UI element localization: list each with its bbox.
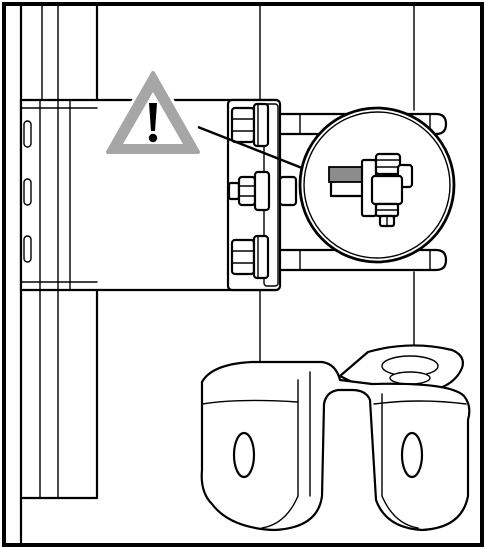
plate-slot bbox=[23, 178, 32, 206]
clamp-hole-left bbox=[232, 431, 256, 479]
warning-icon bbox=[103, 68, 203, 157]
inset-clamp-detail bbox=[328, 152, 414, 228]
plate-slot bbox=[23, 120, 32, 148]
fork-clamp-bracket bbox=[200, 344, 471, 532]
hex-bolt-top bbox=[230, 102, 270, 148]
magnifier-inset bbox=[298, 106, 456, 264]
clamp-hole-right bbox=[400, 431, 424, 479]
hex-bolt-middle bbox=[227, 170, 298, 212]
background-structure bbox=[259, 3, 415, 363]
callout-leader bbox=[197, 125, 303, 170]
hex-bolt-bottom bbox=[230, 234, 270, 280]
plate-slot bbox=[23, 235, 32, 263]
u-bolt-lower bbox=[278, 248, 448, 272]
plate-slots bbox=[23, 120, 32, 263]
